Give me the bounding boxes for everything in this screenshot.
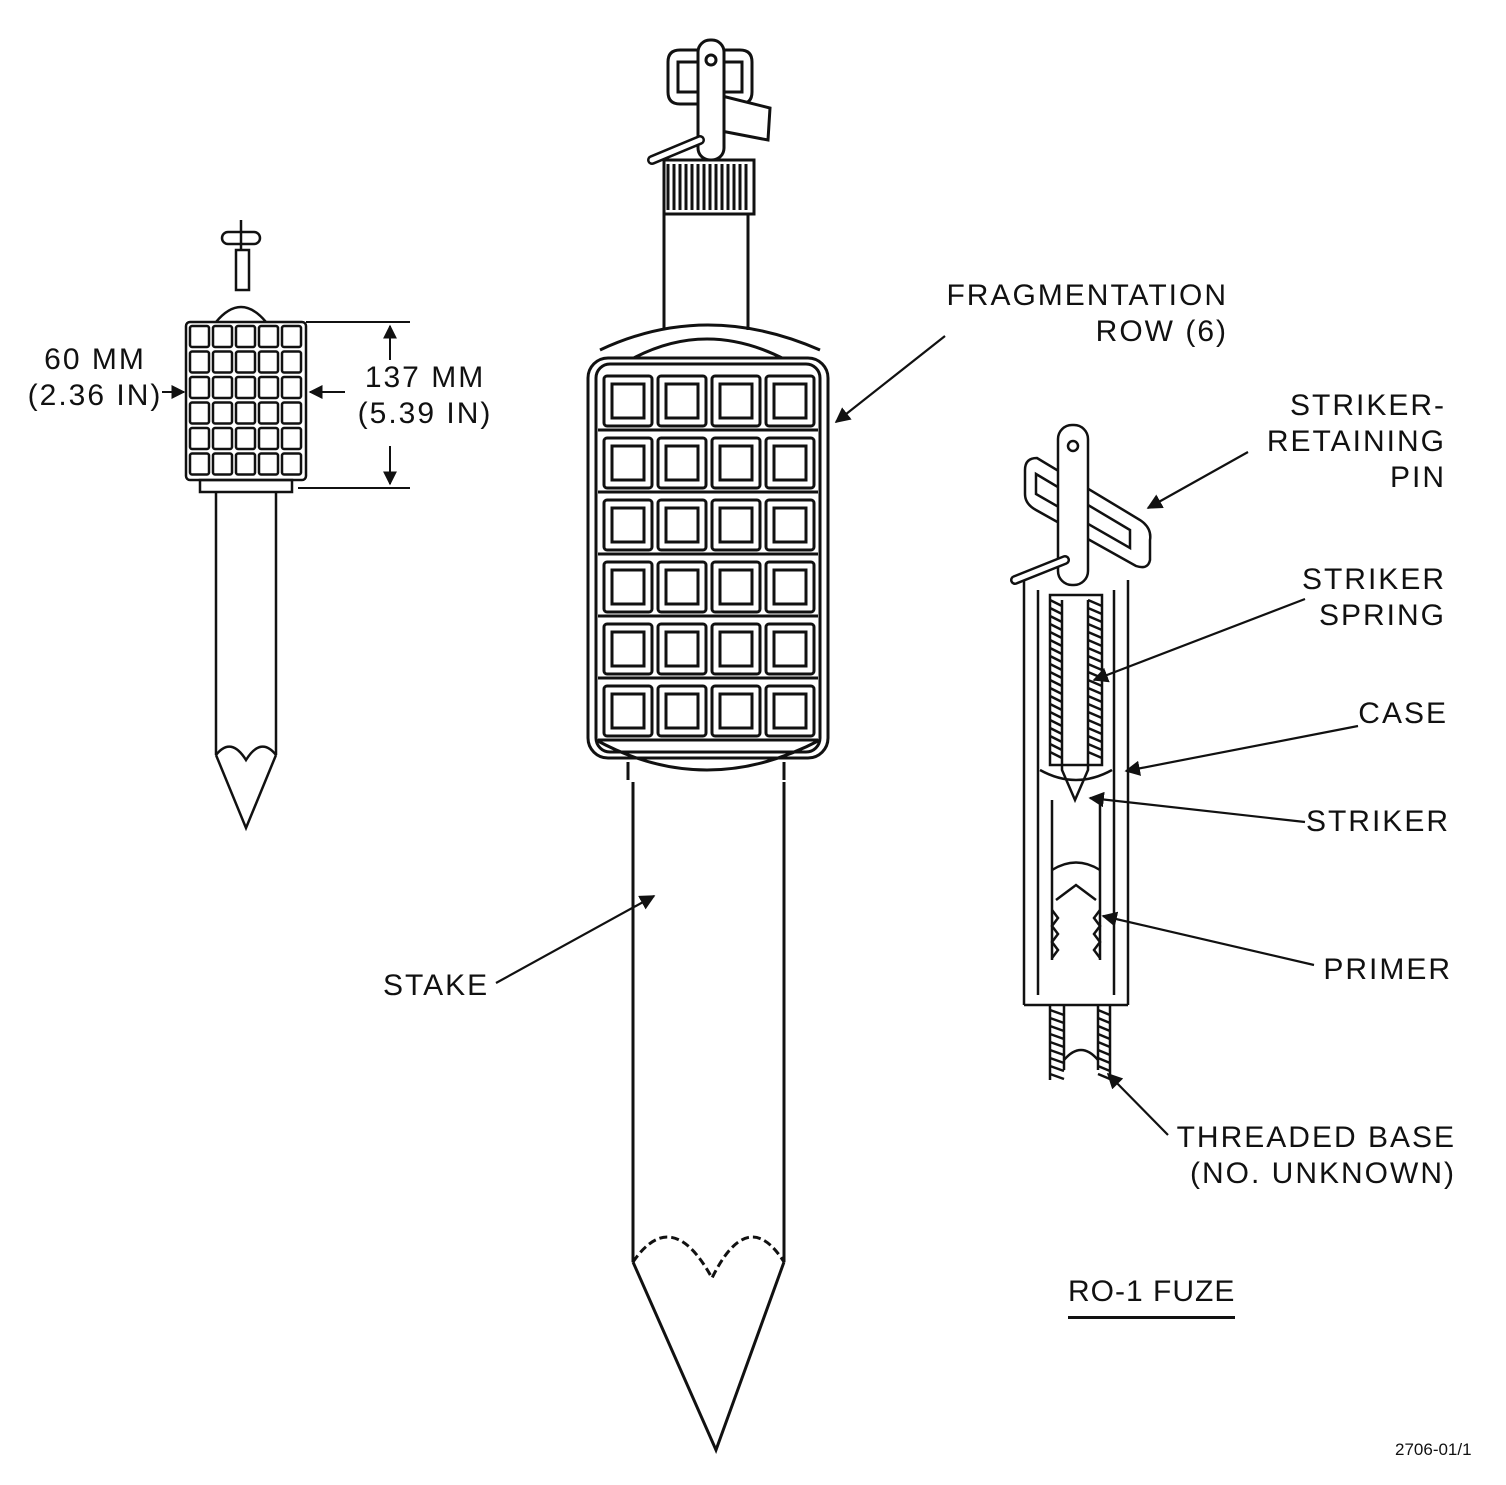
stake-label: STAKE <box>383 969 490 1002</box>
tb-line2: (NO. UNKNOWN) <box>1190 1157 1456 1190</box>
large-mine-drawing <box>586 38 830 1455</box>
fragmentation-line2: ROW (6) <box>1095 315 1228 348</box>
fragmentation-line1: FRAGMENTATION <box>946 279 1228 312</box>
primer-label: PRIMER <box>1323 953 1452 986</box>
ss-line1: STRIKER <box>1301 563 1446 596</box>
height-dimension-label: 137 MM (5.39 IN) <box>350 360 500 432</box>
striker-spring-label: STRIKER SPRING <box>1250 562 1446 634</box>
height-in: (5.39 IN) <box>357 397 493 430</box>
srp-line3: PIN <box>1389 461 1446 494</box>
fragmentation-row-label: FRAGMENTATION ROW (6) <box>900 278 1228 350</box>
fuze-title: RO-1 FUZE <box>1068 1274 1236 1319</box>
small-mine-drawing <box>184 220 308 832</box>
threaded-base-label: THREADED BASE (NO. UNKNOWN) <box>1160 1120 1456 1192</box>
case-label: CASE <box>1358 697 1448 730</box>
width-dimension-label: 60 MM (2.36 IN) <box>20 342 170 414</box>
figure-number: 2706-01/1 <box>1395 1440 1472 1459</box>
fuze-cutaway-drawing <box>1010 423 1152 1081</box>
width-mm: 60 MM <box>44 343 146 376</box>
height-mm: 137 MM <box>364 361 486 394</box>
dimension-lines <box>162 321 410 489</box>
width-in: (2.36 IN) <box>27 379 163 412</box>
striker-retaining-pin-label: STRIKER- RETAINING PIN <box>1200 388 1446 496</box>
leader-arrows <box>495 335 1359 1136</box>
tb-line1: THREADED BASE <box>1176 1121 1456 1154</box>
srp-line1: STRIKER- <box>1289 389 1446 422</box>
striker-label: STRIKER <box>1305 805 1450 838</box>
srp-line2: RETAINING <box>1266 425 1446 458</box>
ss-line2: SPRING <box>1318 599 1446 632</box>
